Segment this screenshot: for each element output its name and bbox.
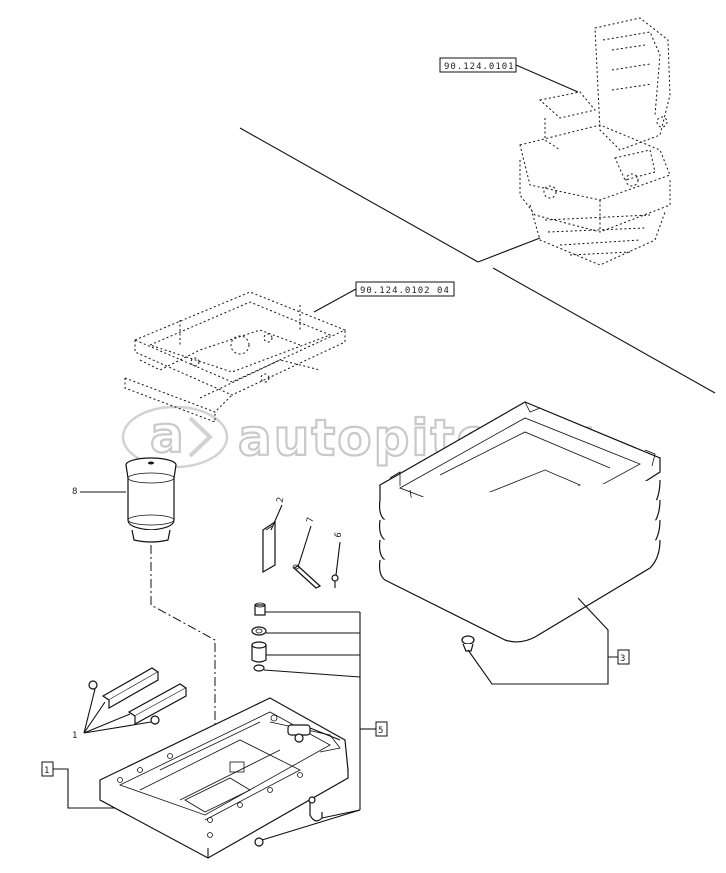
reference-frame-assembly: 90.124.0102 04 — [360, 286, 450, 296]
boxed-callout-1-label: 1 — [44, 766, 49, 776]
callout-2-label: 2 — [276, 496, 287, 503]
seat-assembly-reference: 90.124.0101 — [439, 57, 579, 93]
frame-assembly-reference: 90.124.0102 04 — [313, 281, 455, 313]
air-spring — [125, 457, 177, 543]
watermark-logo-text: a — [150, 406, 186, 464]
callout-1-leaders — [83, 688, 152, 734]
callout-7-leader — [297, 525, 312, 568]
callout-7-label: 7 — [306, 516, 317, 523]
callout-1-label: 1 — [72, 731, 77, 741]
boxed-callout-3-label: 3 — [620, 654, 625, 664]
callout-6-leader — [335, 541, 341, 576]
boxed-callout-5-label: 5 — [378, 726, 383, 736]
upper-frame-outline — [124, 291, 347, 423]
centerline — [150, 545, 216, 800]
callout-3-leaders — [467, 597, 618, 685]
callout-8-label: 8 — [72, 487, 77, 497]
boxed-callout-1-leader — [53, 768, 130, 809]
callout-6-label: 6 — [334, 531, 345, 538]
cover-plug — [461, 635, 475, 652]
part-6-pin — [331, 574, 339, 588]
part-2-bracket — [262, 520, 276, 574]
callout-2-leader — [270, 504, 283, 531]
boxed-callout-5 — [375, 721, 388, 737]
seat-assembly-outline — [519, 17, 671, 266]
section-separator — [239, 127, 716, 394]
bellows-cover — [378, 401, 662, 643]
rail-parts — [88, 667, 188, 726]
callout-5-leaders — [261, 611, 376, 841]
hardware-stack — [251, 602, 267, 672]
base-plate — [99, 697, 349, 859]
boxed-callout-3 — [617, 649, 630, 665]
reference-seat-assembly: 90.124.0101 — [444, 62, 515, 72]
part-7-rod — [292, 564, 322, 589]
